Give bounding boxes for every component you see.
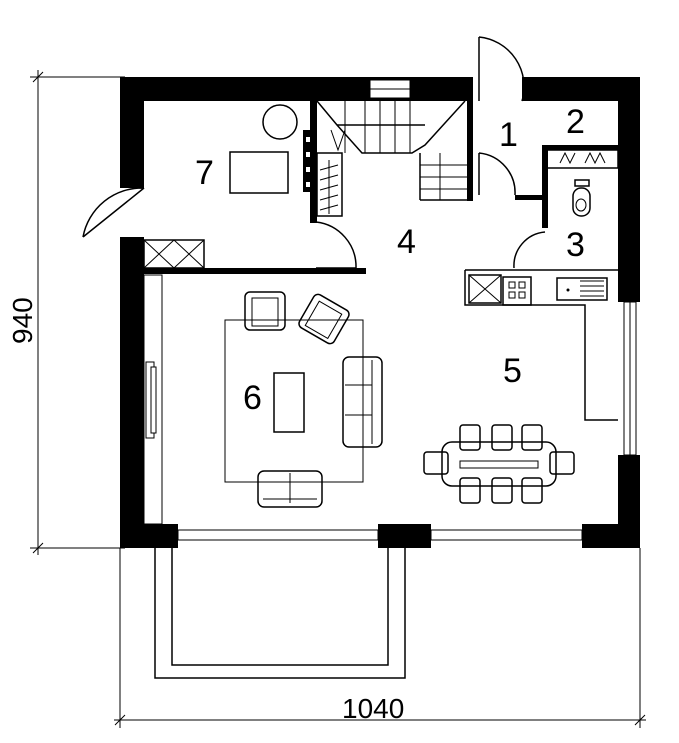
room-label-2: 2 — [566, 103, 585, 141]
room-label-1: 1 — [499, 116, 518, 154]
room-label-6: 6 — [243, 379, 262, 417]
doors — [82, 36, 546, 269]
balcony — [154, 548, 406, 679]
staircase — [316, 100, 467, 201]
living-room-furniture — [224, 291, 383, 508]
room-label-4: 4 — [397, 223, 416, 261]
dimension-width: 1040 — [114, 548, 646, 728]
room-label-5: 5 — [503, 352, 522, 390]
wardrobe — [316, 149, 619, 217]
dimension-height: 940 — [7, 70, 125, 555]
kitchen-counter — [464, 269, 618, 421]
toilet — [572, 179, 591, 217]
exterior-walls — [120, 77, 640, 548]
dining-table — [423, 424, 575, 504]
windows — [143, 79, 637, 541]
dimension-height-label: 940 — [7, 297, 38, 344]
room-7-furniture — [143, 104, 310, 269]
dimension-width-label: 1040 — [342, 693, 404, 724]
room-label-3: 3 — [566, 226, 585, 264]
room-label-7: 7 — [195, 154, 214, 192]
interior-walls — [144, 101, 618, 274]
